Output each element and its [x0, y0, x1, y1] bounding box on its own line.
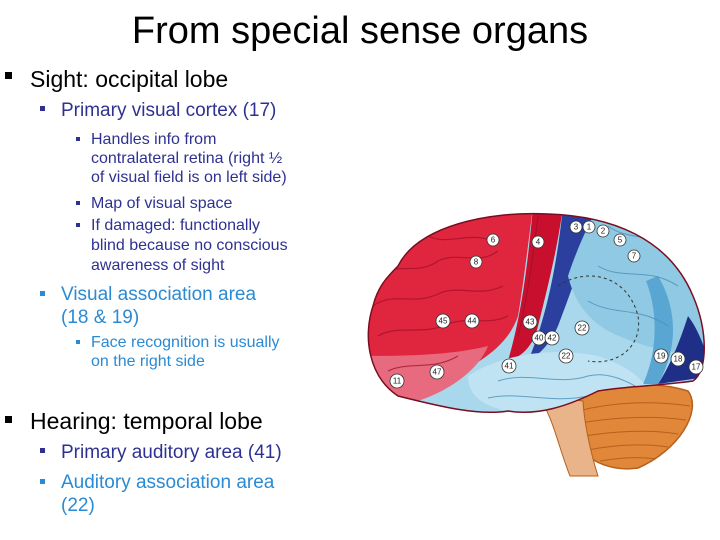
- brain-illustration: 3 1 2 5 7 4 6 8 45 44 43 40 42 22 41 11 …: [367, 212, 705, 477]
- visual-point-line: blind because no conscious: [91, 237, 288, 254]
- area-label: 8: [469, 255, 483, 269]
- svg-text:40: 40: [535, 334, 544, 343]
- area-label: 45: [435, 313, 451, 329]
- svg-text:5: 5: [618, 236, 623, 245]
- area-label: 4: [531, 235, 545, 249]
- visual-point-line: Handles info from: [91, 131, 217, 148]
- visual-point-line: If damaged: functionally: [91, 217, 260, 234]
- svg-text:11: 11: [393, 377, 402, 386]
- bullet-square: [40, 291, 45, 296]
- bullet-square: [76, 223, 80, 227]
- visual-point-line: of visual field is on left side): [91, 169, 287, 186]
- visual-point-line: Map of visual space: [91, 195, 233, 212]
- area-label: 1: [582, 220, 596, 234]
- bullet-square: [40, 479, 45, 484]
- svg-text:47: 47: [433, 368, 442, 377]
- visual-point-line: contralateral retina (right ½: [91, 150, 283, 167]
- visual-association-area: (18 & 19): [61, 307, 140, 328]
- area-label: 17: [688, 359, 704, 375]
- svg-text:18: 18: [674, 355, 683, 364]
- svg-text:2: 2: [601, 227, 606, 236]
- svg-text:3: 3: [574, 223, 579, 232]
- visual-association-area: Visual association area: [61, 284, 257, 305]
- primary-visual-cortex: Primary visual cortex (17): [61, 100, 277, 121]
- svg-text:1: 1: [587, 223, 592, 232]
- bullet-square: [76, 201, 80, 205]
- area-label: 22: [574, 320, 590, 336]
- auditory-association-area: (22): [61, 495, 95, 516]
- hearing-heading: Hearing: temporal lobe: [30, 408, 263, 434]
- association-point-line: on the right side: [91, 353, 205, 370]
- area-label: 11: [389, 373, 405, 389]
- svg-text:22: 22: [562, 352, 571, 361]
- slide-title: From special sense organs: [131, 10, 589, 52]
- bullet-square: [76, 137, 80, 141]
- svg-text:6: 6: [491, 236, 496, 245]
- svg-text:42: 42: [548, 334, 557, 343]
- bullet-square: [76, 340, 80, 344]
- area-label: 6: [486, 233, 500, 247]
- area-label: 3: [569, 220, 583, 234]
- svg-text:44: 44: [468, 317, 477, 326]
- svg-text:43: 43: [526, 318, 535, 327]
- area-label: 42: [544, 330, 560, 346]
- primary-auditory-area: Primary auditory area (41): [61, 442, 282, 463]
- bullet-square: [5, 416, 12, 423]
- svg-text:8: 8: [474, 258, 479, 267]
- area-label: 22: [558, 348, 574, 364]
- svg-text:7: 7: [632, 252, 637, 261]
- sight-heading: Sight: occipital lobe: [30, 66, 229, 92]
- area-label: 44: [464, 313, 480, 329]
- area-label: 7: [627, 249, 641, 263]
- area-label: 19: [653, 348, 669, 364]
- svg-text:17: 17: [692, 363, 701, 372]
- svg-text:19: 19: [657, 352, 666, 361]
- bullet-square: [40, 106, 45, 111]
- area-label: 5: [613, 233, 627, 247]
- visual-point-line: awareness of sight: [91, 257, 225, 274]
- auditory-association-area: Auditory association area: [61, 472, 275, 493]
- bullet-square: [5, 72, 12, 79]
- svg-text:45: 45: [439, 317, 448, 326]
- area-label: 40: [531, 330, 547, 346]
- svg-text:22: 22: [578, 324, 587, 333]
- area-label: 43: [522, 314, 538, 330]
- association-point-line: Face recognition is usually: [91, 334, 280, 351]
- brain-stem: [536, 395, 599, 477]
- area-label: 41: [501, 358, 517, 374]
- area-label: 47: [429, 364, 445, 380]
- bullet-square: [40, 448, 45, 453]
- svg-text:4: 4: [536, 238, 541, 247]
- area-label: 18: [670, 351, 686, 367]
- svg-text:41: 41: [505, 362, 514, 371]
- area-label: 2: [596, 224, 610, 238]
